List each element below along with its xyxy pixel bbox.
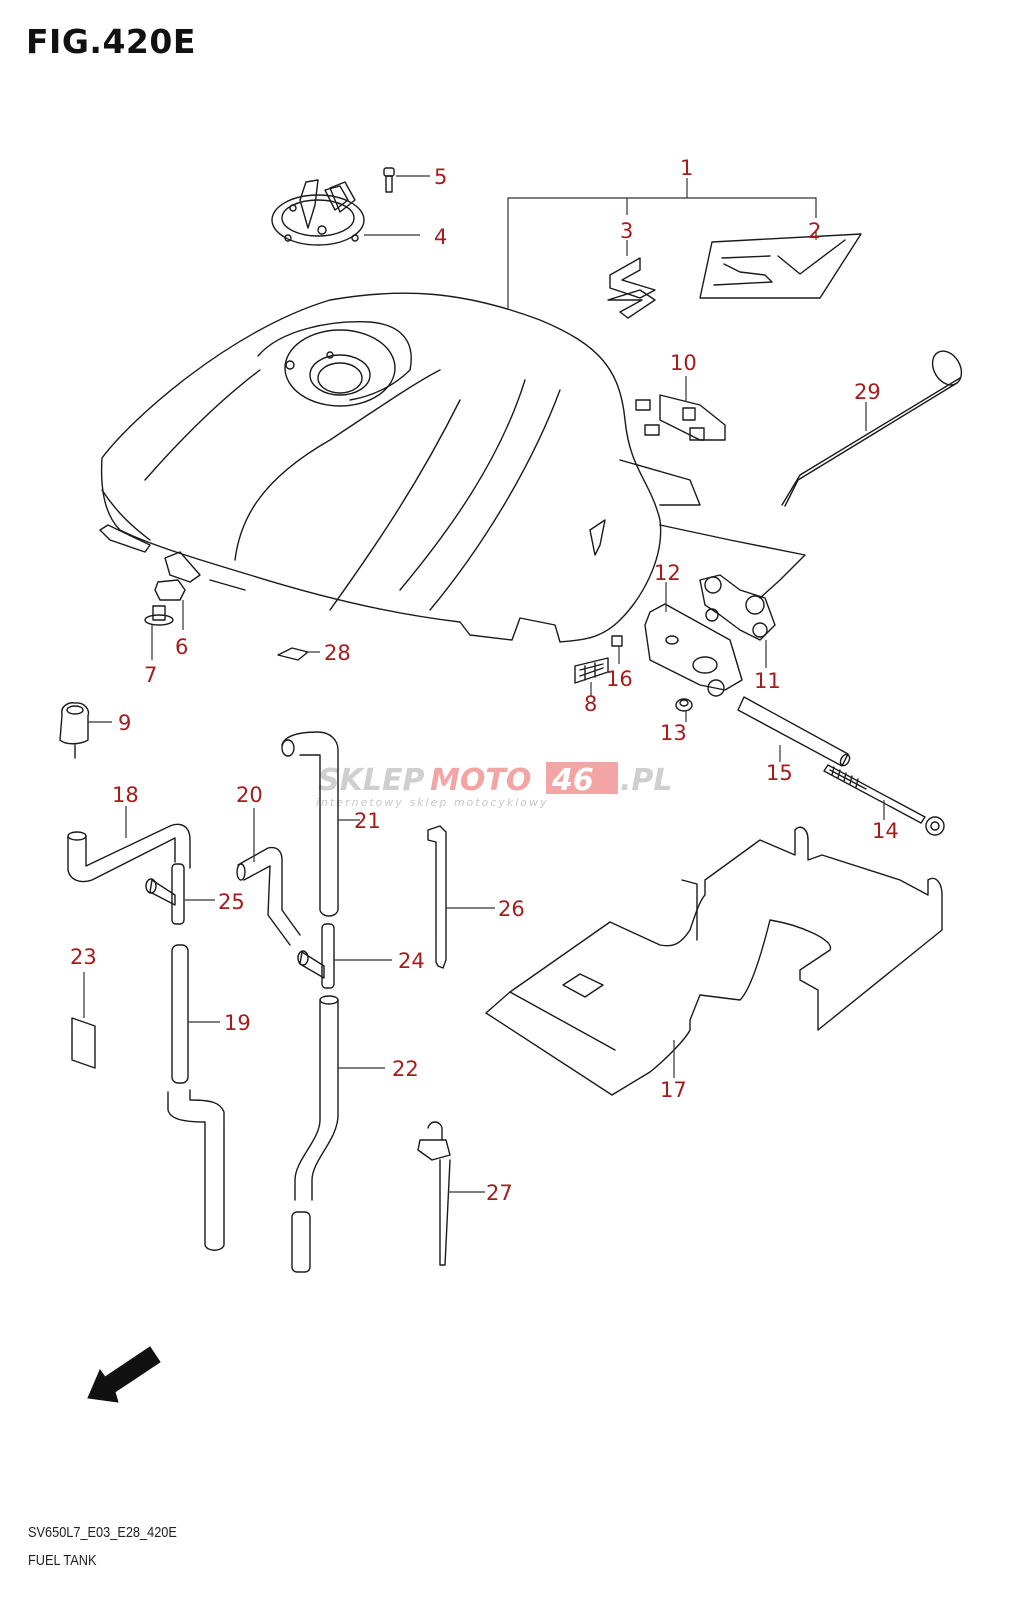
callout-25[interactable]: 25 xyxy=(218,890,245,914)
callout-21[interactable]: 21 xyxy=(354,809,381,833)
callout-11[interactable]: 11 xyxy=(754,669,781,693)
callout-7[interactable]: 7 xyxy=(144,663,157,687)
callout-29[interactable]: 29 xyxy=(854,380,881,404)
callout-22[interactable]: 22 xyxy=(392,1057,419,1081)
bushing[interactable] xyxy=(675,698,693,712)
hinge-mount[interactable] xyxy=(644,603,743,697)
callout-28[interactable]: 28 xyxy=(324,641,351,665)
three-way-joint-b[interactable] xyxy=(145,863,185,925)
suzuki-s-emblem[interactable] xyxy=(607,257,656,319)
watermark-text-1: SKLEP xyxy=(318,763,424,798)
label-sticker[interactable] xyxy=(71,1017,96,1069)
hinge-bracket[interactable] xyxy=(699,574,776,641)
clamp-tie-with-bolt[interactable] xyxy=(417,1121,451,1266)
watermark-badge xyxy=(546,762,618,794)
callout-19[interactable]: 19 xyxy=(224,1011,251,1035)
forward-arrow-icon: FWD xyxy=(87,1346,161,1403)
watermark-text-2: MOTO xyxy=(430,763,531,798)
pad[interactable] xyxy=(574,657,609,684)
callout-1[interactable]: 1 xyxy=(680,156,693,180)
hose-drain[interactable] xyxy=(291,995,339,1273)
cushion[interactable] xyxy=(154,579,186,601)
fuel-tank[interactable] xyxy=(99,292,806,643)
callout-27[interactable]: 27 xyxy=(486,1181,513,1205)
tank-prop-rod[interactable] xyxy=(781,346,967,507)
figure-title: FIG.420E xyxy=(26,22,196,61)
fuel-cap-assembly[interactable] xyxy=(271,179,365,246)
callout-2[interactable]: 2 xyxy=(808,219,821,243)
callout-10[interactable]: 10 xyxy=(670,351,697,375)
spacer[interactable] xyxy=(144,605,174,626)
callout-4[interactable]: 4 xyxy=(434,225,447,249)
watermark-tagline: internetowy sklep motocyklowy xyxy=(316,796,549,809)
callout-23[interactable]: 23 xyxy=(70,945,97,969)
callout-12[interactable]: 12 xyxy=(654,561,681,585)
hose-straight[interactable] xyxy=(281,731,339,917)
callout-24[interactable]: 24 xyxy=(398,949,425,973)
callout-14[interactable]: 14 xyxy=(872,819,899,843)
watermark-text-4: .PL xyxy=(620,763,673,798)
three-way-joint-a[interactable] xyxy=(297,923,335,989)
model-code: SV650L7_E03_E28_420E xyxy=(28,1524,177,1541)
callout-26[interactable]: 26 xyxy=(498,897,525,921)
cap-bolt[interactable] xyxy=(383,167,395,193)
callout-9[interactable]: 9 xyxy=(118,711,131,735)
hinge-bolt[interactable] xyxy=(823,764,945,836)
callout-15[interactable]: 15 xyxy=(766,761,793,785)
cushion-pad[interactable] xyxy=(277,647,309,661)
callout-13[interactable]: 13 xyxy=(660,721,687,745)
cushion-cap[interactable] xyxy=(59,702,90,759)
callout-20[interactable]: 20 xyxy=(236,783,263,807)
callout-18[interactable]: 18 xyxy=(112,783,139,807)
callout-3[interactable]: 3 xyxy=(620,219,633,243)
callout-labels: 1 2 3 4 5 6 7 8 9 10 11 12 13 14 15 16 1… xyxy=(70,156,899,1205)
hose-small[interactable] xyxy=(236,846,301,946)
sv-emblem[interactable] xyxy=(699,233,862,299)
hose-bent[interactable] xyxy=(67,823,191,883)
callout-17[interactable]: 17 xyxy=(660,1078,687,1102)
clip[interactable] xyxy=(611,635,623,647)
watermark: SKLEP MOTO 46 .PL internetowy sklep moto… xyxy=(316,762,673,809)
heat-shield-plate[interactable] xyxy=(485,826,943,1096)
hose-long[interactable] xyxy=(167,944,225,1251)
tank-bracket-plate[interactable] xyxy=(635,394,726,441)
callout-8[interactable]: 8 xyxy=(584,692,597,716)
watermark-text-3: 46 xyxy=(551,763,594,798)
hinge-pipe[interactable] xyxy=(737,696,851,767)
callout-6[interactable]: 6 xyxy=(175,635,188,659)
cable-tie[interactable] xyxy=(427,825,447,969)
section-name: FUEL TANK xyxy=(28,1552,97,1569)
callout-5[interactable]: 5 xyxy=(434,165,447,189)
callout-16[interactable]: 16 xyxy=(606,667,633,691)
